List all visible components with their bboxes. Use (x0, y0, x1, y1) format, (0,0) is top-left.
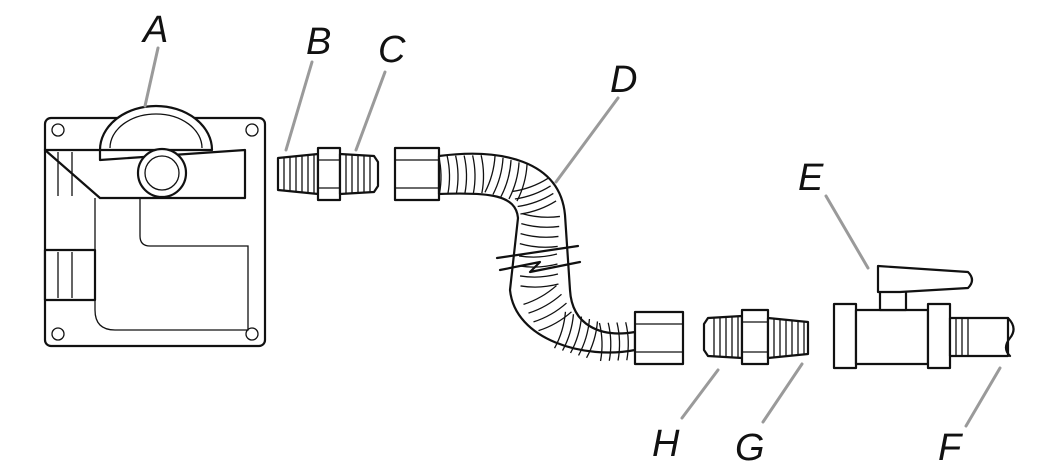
leader-b (284, 60, 314, 152)
leader-c (354, 70, 387, 152)
hose-ridge (521, 222, 560, 228)
leader-e (824, 194, 870, 270)
label-a: A (141, 9, 168, 51)
hose-ridge (528, 293, 562, 314)
hose-corrugations (437, 155, 629, 362)
shutoff-valve (832, 264, 1015, 370)
hose-ridge (512, 177, 549, 193)
hose-ridge (625, 322, 629, 361)
label-f: F (938, 427, 963, 466)
hose-ridge (471, 155, 476, 194)
leader-g (761, 362, 804, 424)
hose-ridge (521, 212, 561, 218)
hose-ridge (519, 273, 559, 278)
hose-ridge (508, 162, 520, 200)
hose-ridge (454, 155, 459, 194)
hose-ridge (446, 155, 451, 194)
hose-ridge (577, 318, 591, 356)
hose-ridge (519, 242, 558, 248)
flare-fitting-h-g (702, 308, 810, 366)
hose-ridge (569, 316, 583, 354)
leader-h (680, 368, 720, 420)
label-c: C (378, 29, 406, 71)
label-d: D (610, 59, 637, 101)
label-h: H (652, 423, 680, 465)
hose-ridge (616, 322, 621, 361)
leader-a (143, 46, 160, 108)
hose-ridge (607, 322, 612, 361)
hose-ridge (500, 160, 512, 198)
hose-ridge (520, 232, 559, 238)
hose-ridge (484, 155, 496, 193)
hose-ridge (514, 185, 551, 200)
flexible-gas-connector (393, 146, 685, 366)
hose-ridge (538, 311, 572, 332)
leader-lines (143, 46, 1002, 428)
hose-ridge (492, 157, 504, 195)
hose-ridge (533, 302, 567, 323)
leader-d (554, 96, 620, 184)
hose-ridge (520, 283, 559, 288)
hose-ridge (480, 155, 485, 194)
label-e: E (798, 157, 824, 199)
hose-ridge (585, 321, 599, 359)
leader-f (964, 366, 1002, 428)
hose-ridge (598, 322, 603, 362)
label-b: B (306, 21, 331, 63)
label-g: G (735, 427, 765, 466)
hose-ridge (523, 285, 557, 306)
hose-ridge (561, 314, 575, 351)
hose-ridge (553, 311, 567, 349)
hose-ridge (463, 155, 468, 194)
hose-ridge (518, 253, 558, 258)
hose-ridge (437, 155, 442, 195)
hose-ridge (517, 192, 554, 208)
gas-valve-body (43, 104, 267, 348)
flare-fitting-b-c (276, 146, 380, 202)
